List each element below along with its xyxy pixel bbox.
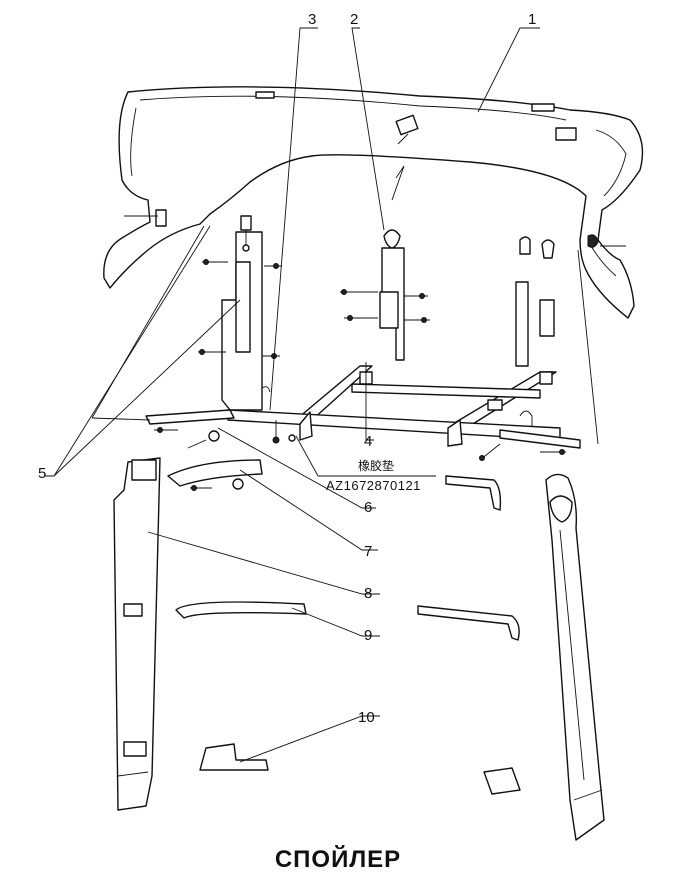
callout-7: 7 <box>364 543 372 560</box>
part-note-number: AZ1672870121 <box>326 478 421 493</box>
center-fasteners <box>272 420 296 444</box>
right-upper-small-bracket <box>445 475 502 511</box>
callout-10: 10 <box>358 709 375 726</box>
leader-lines <box>44 27 626 763</box>
left-strut <box>145 409 235 449</box>
callout-4: 4 <box>364 433 372 450</box>
callout-5: 5 <box>38 465 46 482</box>
small-mount-brackets <box>199 743 521 795</box>
callout-numbers: 1 2 3 4 5 6 7 8 9 10 <box>38 11 536 726</box>
right-strut <box>479 429 581 461</box>
callout-9: 9 <box>364 627 372 644</box>
callout-3: 3 <box>308 11 316 28</box>
left-lower-bracket <box>167 459 263 491</box>
page-title: СПОЙЛЕР <box>274 846 402 873</box>
callout-6: 6 <box>364 499 372 516</box>
callout-1: 1 <box>528 11 536 28</box>
left-vertical-bracket <box>198 215 282 411</box>
right-vertical-brackets <box>515 236 555 367</box>
part-note: 橡胶垫 AZ1672870121 <box>326 458 421 493</box>
part-note-label: 橡胶垫 <box>358 458 394 474</box>
right-side-deflector <box>545 473 605 841</box>
upper-mount-clip <box>395 114 419 136</box>
callout-8: 8 <box>364 585 372 602</box>
callout-2: 2 <box>350 11 358 28</box>
center-mount-bracket <box>340 229 430 361</box>
lower-support-arms <box>175 601 520 641</box>
roof-spoiler-shell <box>103 86 644 319</box>
left-side-deflector <box>113 457 161 811</box>
